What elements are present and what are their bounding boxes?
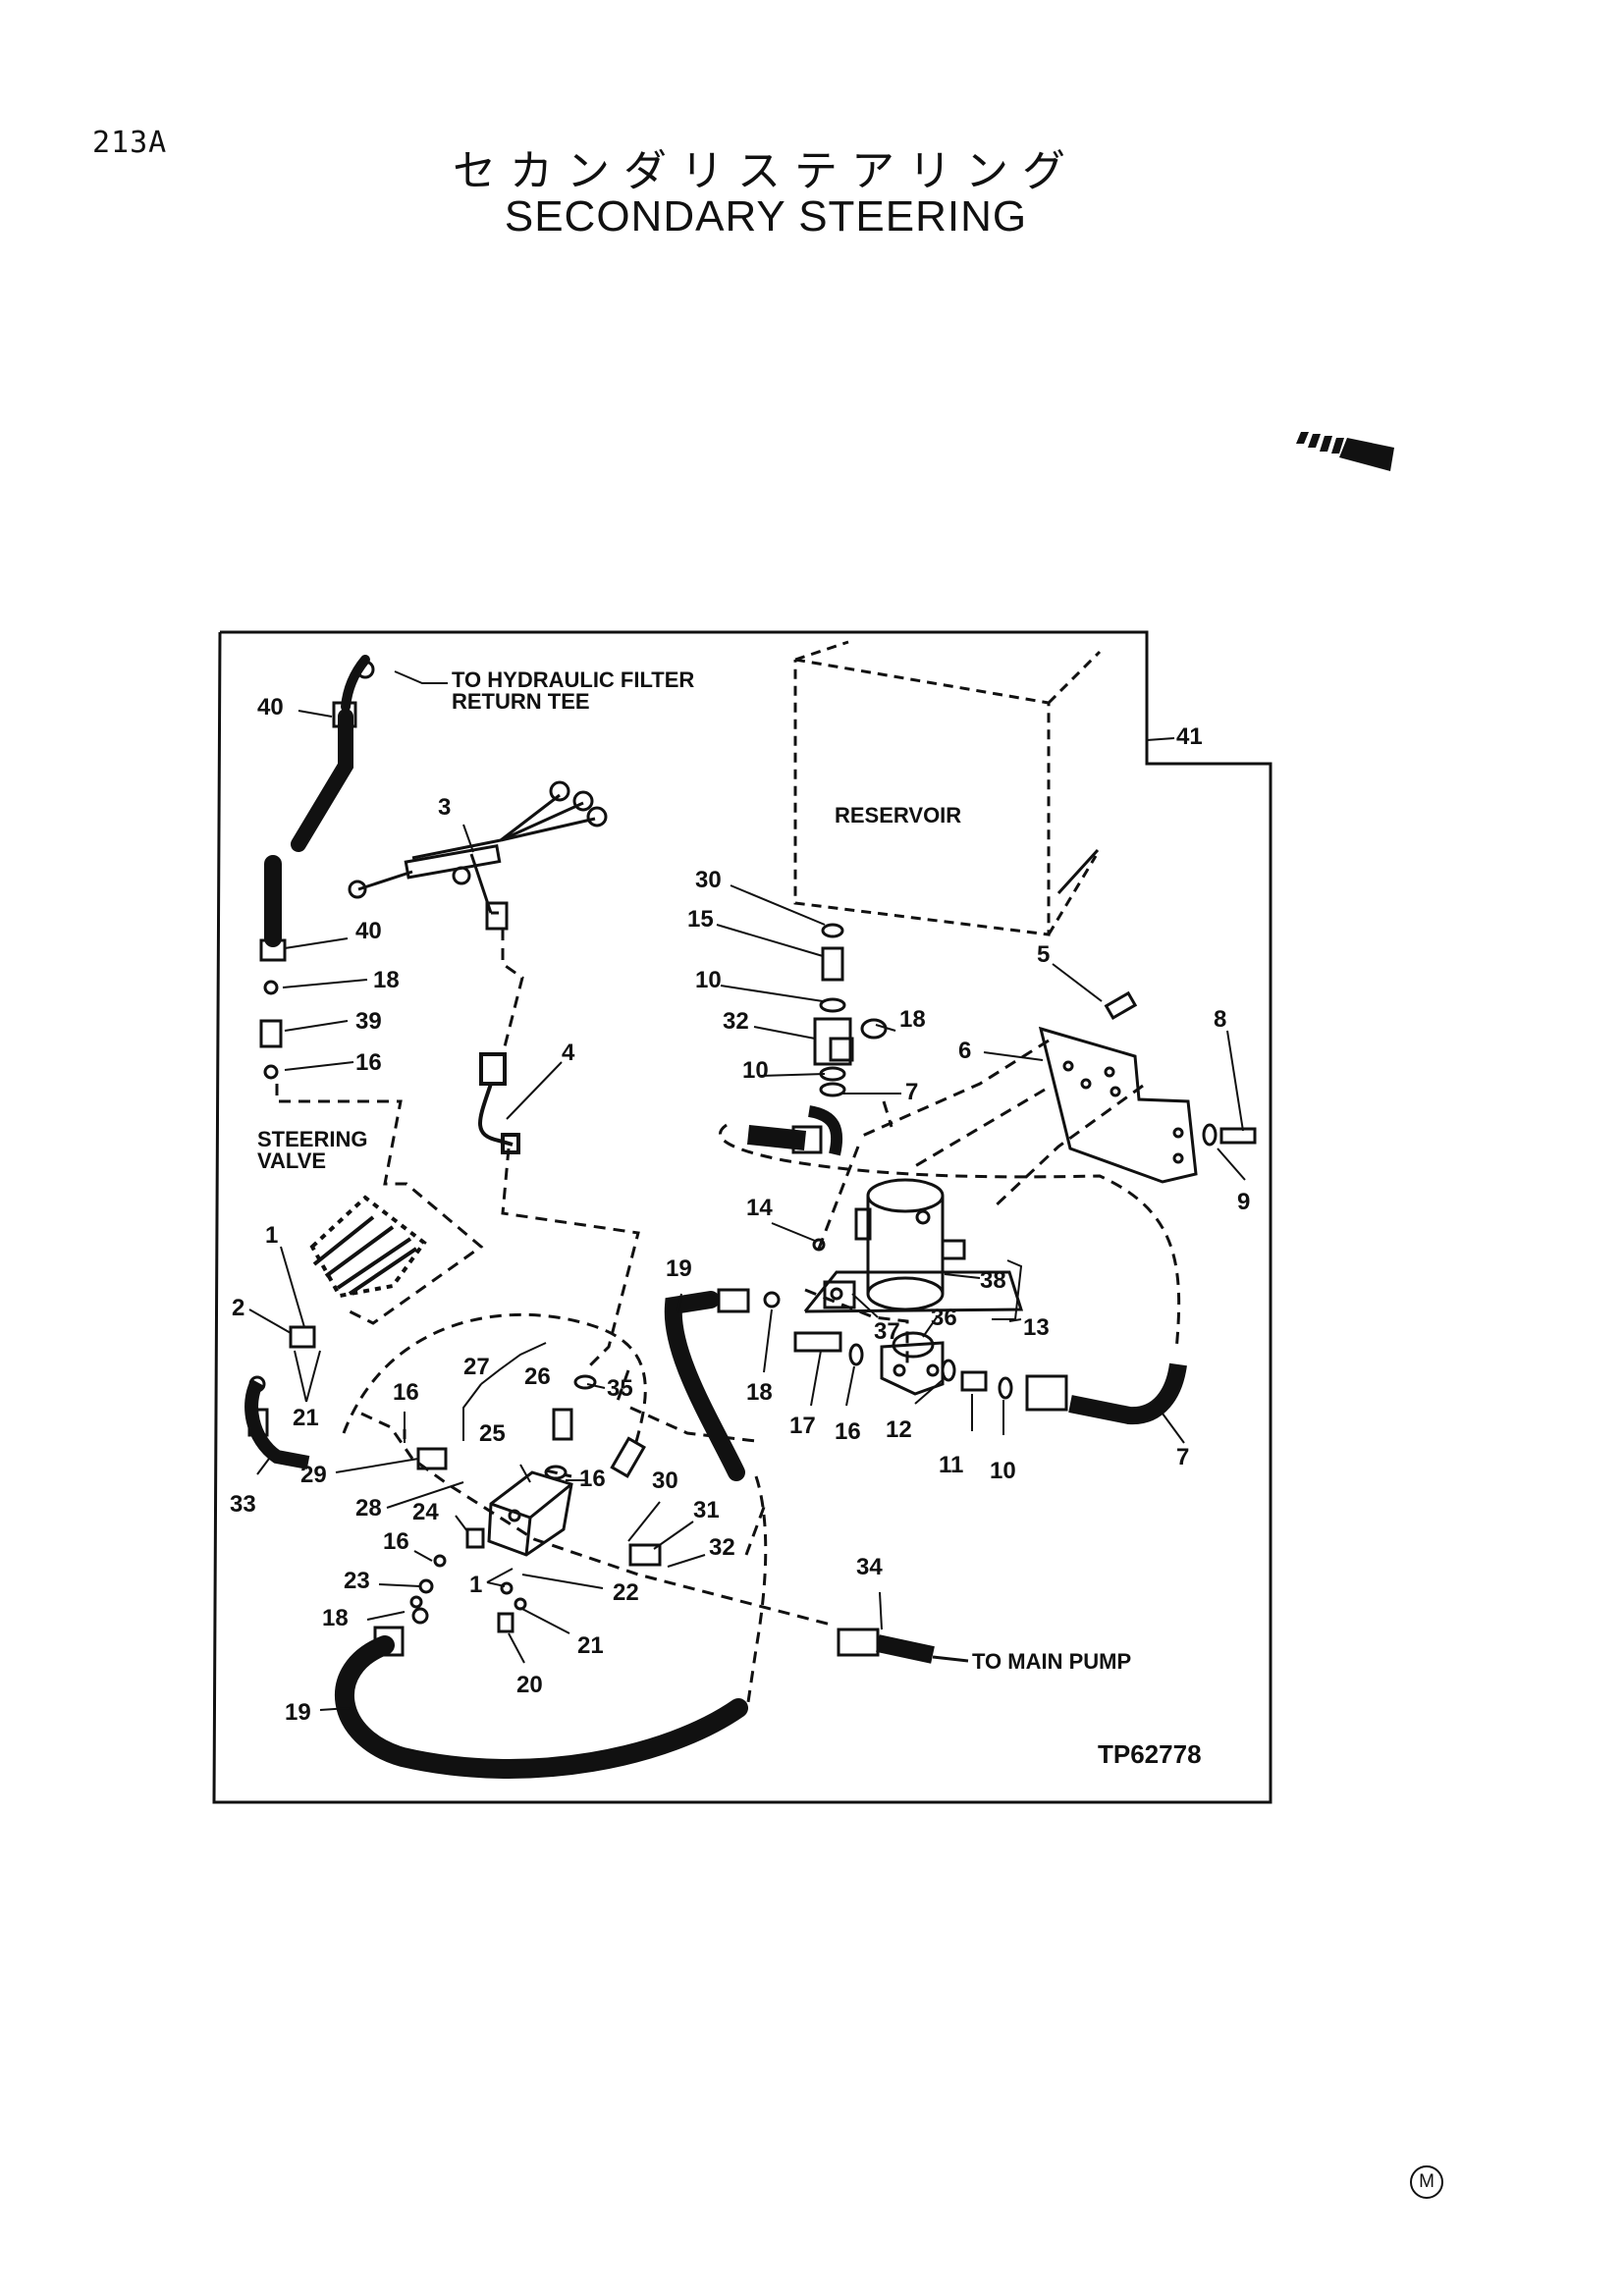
- callout-31: 31: [693, 1497, 720, 1523]
- callout-7a: 7: [905, 1079, 918, 1105]
- wire-harness-3: [357, 793, 596, 915]
- callout-16e: 16: [835, 1418, 861, 1445]
- callout-19a: 19: [666, 1255, 692, 1282]
- callout-2: 2: [232, 1295, 244, 1321]
- callout-27: 27: [463, 1354, 490, 1380]
- reservoir-shape: [793, 640, 1102, 936]
- footer-mark: M: [1410, 2165, 1443, 2199]
- callout-16c: 16: [579, 1466, 606, 1492]
- callout-10c: 10: [990, 1458, 1016, 1484]
- callout-39: 39: [355, 1008, 382, 1035]
- callout-16: 16: [355, 1049, 382, 1076]
- hose-33: [244, 1325, 316, 1469]
- callout-30b: 30: [652, 1468, 678, 1494]
- callout-18: 18: [373, 967, 400, 993]
- callout-20: 20: [516, 1672, 543, 1698]
- callout-14: 14: [746, 1195, 773, 1221]
- bolt-8: [1219, 1127, 1257, 1145]
- callout-32b: 32: [709, 1534, 735, 1561]
- label-reservoir: RESERVOIR: [835, 803, 961, 828]
- callout-3: 3: [438, 794, 451, 821]
- diagram-border: [212, 630, 1272, 1804]
- callout-24: 24: [412, 1499, 439, 1525]
- hose-7-lower: [1025, 1362, 1187, 1425]
- page-number: 213A: [92, 126, 168, 160]
- block-36: [880, 1331, 945, 1396]
- callout-22: 22: [613, 1579, 639, 1606]
- label-steering-valve-2: VALVE: [257, 1148, 326, 1173]
- callout-28: 28: [355, 1495, 382, 1522]
- callout-21: 21: [293, 1405, 319, 1431]
- bolt-17: [793, 1331, 842, 1353]
- callout-34: 34: [856, 1554, 883, 1580]
- callout-4: 4: [562, 1040, 575, 1066]
- callout-25: 25: [479, 1420, 506, 1447]
- callout-10b: 10: [742, 1057, 769, 1084]
- callout-23: 23: [344, 1568, 370, 1594]
- callout-30: 30: [695, 867, 722, 893]
- callout-12: 12: [886, 1416, 912, 1443]
- callout-1b: 1: [469, 1572, 482, 1598]
- callout-40a: 40: [257, 694, 284, 721]
- callout-6: 6: [958, 1038, 971, 1064]
- fitting-31: [628, 1543, 662, 1567]
- callout-33: 33: [230, 1491, 256, 1518]
- fitting-37: [823, 1280, 856, 1309]
- label-to-hydraulic-filter-1: TO HYDRAULIC FILTER: [452, 667, 694, 692]
- callout-32: 32: [723, 1008, 749, 1035]
- direction-arrow-icon: [1296, 432, 1394, 471]
- fitting-15: [821, 946, 844, 982]
- callout-9: 9: [1237, 1189, 1250, 1215]
- callout-13: 13: [1023, 1314, 1050, 1341]
- leader-lines: [248, 670, 1246, 1711]
- callout-19b: 19: [285, 1699, 311, 1726]
- fitting-30: [610, 1436, 646, 1478]
- callout-29: 29: [300, 1462, 327, 1488]
- callout-18d: 18: [746, 1379, 773, 1406]
- callout-5: 5: [1037, 941, 1050, 968]
- callout-1: 1: [265, 1222, 278, 1249]
- fitting-26: [552, 1408, 573, 1441]
- callout-21b: 21: [577, 1632, 604, 1659]
- manifold-25: [409, 1470, 573, 1633]
- callout-10a: 10: [695, 967, 722, 993]
- hose-7-upper: [807, 1105, 843, 1156]
- bracket-6: [1038, 1026, 1198, 1184]
- label-to-main-pump: TO MAIN PUMP: [972, 1649, 1131, 1674]
- callout-16d: 16: [383, 1528, 409, 1555]
- callout-15: 15: [687, 906, 714, 933]
- fitting-11: [960, 1370, 988, 1392]
- steering-valve-shape: [309, 1195, 427, 1299]
- page-title-japanese: セカンダリステアリング: [453, 146, 1079, 196]
- callout-17: 17: [789, 1413, 816, 1439]
- callout-40b: 40: [355, 918, 382, 944]
- drawing-number: TP62778: [1098, 1739, 1202, 1769]
- bolt-5: [1104, 990, 1138, 1020]
- callout-11: 11: [939, 1452, 963, 1478]
- callout-35: 35: [607, 1375, 633, 1402]
- dashed-routing: [275, 929, 1181, 1703]
- page-title: SECONDARY STEERING: [504, 192, 1028, 240]
- callout-8: 8: [1214, 1006, 1226, 1033]
- label-steering-valve-1: STEERING: [257, 1127, 367, 1151]
- label-to-hydraulic-filter-2: RETURN TEE: [452, 689, 590, 714]
- hose-34: [837, 1628, 969, 1664]
- callout-37: 37: [874, 1318, 900, 1345]
- valve-32: [813, 1017, 852, 1066]
- callout-36: 36: [931, 1305, 957, 1331]
- callout-26: 26: [524, 1363, 551, 1390]
- hose-19: [335, 1291, 748, 1779]
- callout-16b: 16: [393, 1379, 419, 1406]
- switch-4: [478, 1052, 520, 1154]
- accumulator-38: [854, 1178, 966, 1311]
- callout-18b: 18: [322, 1605, 349, 1631]
- callout-7b: 7: [1176, 1444, 1189, 1470]
- callout-38: 38: [980, 1267, 1006, 1294]
- callout-18c: 18: [899, 1006, 926, 1033]
- callout-41: 41: [1176, 723, 1203, 750]
